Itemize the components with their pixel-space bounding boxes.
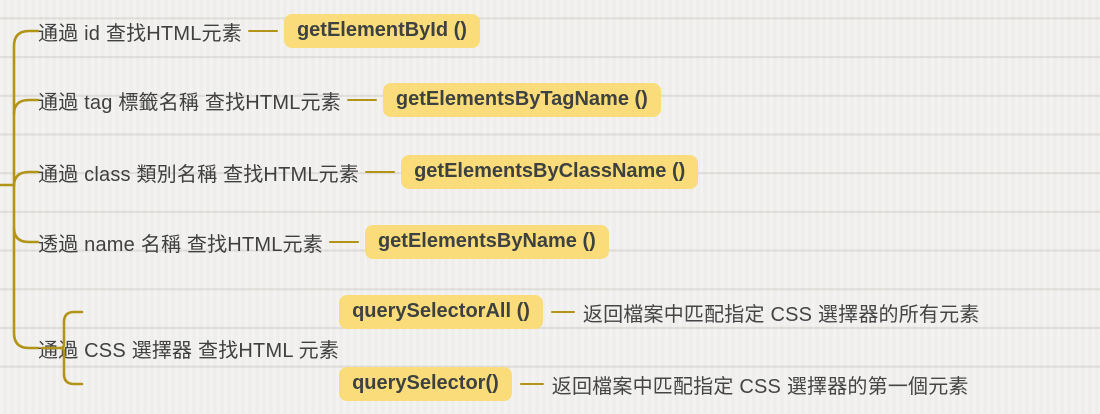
method-node[interactable]: getElementsByClassName () <box>401 155 699 189</box>
branch-connector-line <box>328 240 359 244</box>
mindmap-branch-row: 透過 name 名稱 查找HTML元素 getElementsByName () <box>38 222 609 262</box>
branch-curve-3 <box>12 170 40 188</box>
sub-branch-fork-line <box>40 310 84 386</box>
mindmap-branch-row: 通過 tag 標籤名稱 查找HTML元素 getElementsByTagNam… <box>38 80 661 120</box>
branch-label[interactable]: 通過 tag 標籤名稱 查找HTML元素 <box>38 91 341 114</box>
mindmap-branch-row: 通過 CSS 選擇器 查找HTML 元素 querySelectorAll ()… <box>38 293 980 403</box>
method-node[interactable]: querySelectorAll () <box>339 295 543 329</box>
method-node[interactable]: getElementsByName () <box>364 225 609 259</box>
method-node[interactable]: querySelector() <box>339 367 512 401</box>
branch-label[interactable]: 通過 CSS 選擇器 查找HTML 元素 <box>38 339 340 362</box>
mindmap-sub-branch-row: querySelectorAll () 返回檔案中匹配指定 CSS 選擇器的所有… <box>339 293 979 331</box>
mindmap-sub-branch-row: querySelector() 返回檔案中匹配指定 CSS 選擇器的第一個元素 <box>339 365 979 403</box>
branch-label[interactable]: 通過 id 查找HTML元素 <box>38 22 242 45</box>
branch-connector-line <box>247 29 278 33</box>
method-node[interactable]: getElementsByTagName () <box>382 83 661 117</box>
branch-connector-line <box>346 98 377 102</box>
branch-curve-2 <box>12 98 40 116</box>
branch-connector-line <box>519 382 544 386</box>
branch-curve-5 <box>12 183 40 350</box>
mindmap-branch-row: 通過 id 查找HTML元素 getElementById () <box>38 11 480 51</box>
branch-curve-4 <box>12 226 40 244</box>
branch-connector-line <box>550 310 575 314</box>
method-node[interactable]: getElementById () <box>283 14 480 48</box>
branch-label[interactable]: 通過 class 類別名稱 查找HTML元素 <box>38 163 360 186</box>
tree-trunk-lines <box>0 29 40 350</box>
description-node[interactable]: 返回檔案中匹配指定 CSS 選擇器的所有元素 <box>582 303 980 326</box>
branch-connector-line <box>365 170 396 174</box>
branch-curve-1 <box>12 29 40 187</box>
branch-label[interactable]: 透過 name 名稱 查找HTML元素 <box>38 233 323 256</box>
sub-branch-column: querySelectorAll () 返回檔案中匹配指定 CSS 選擇器的所有… <box>339 293 979 403</box>
description-node[interactable]: 返回檔案中匹配指定 CSS 選擇器的第一個元素 <box>551 375 969 398</box>
mindmap-branch-row: 通過 class 類別名稱 查找HTML元素 getElementsByClas… <box>38 152 699 192</box>
